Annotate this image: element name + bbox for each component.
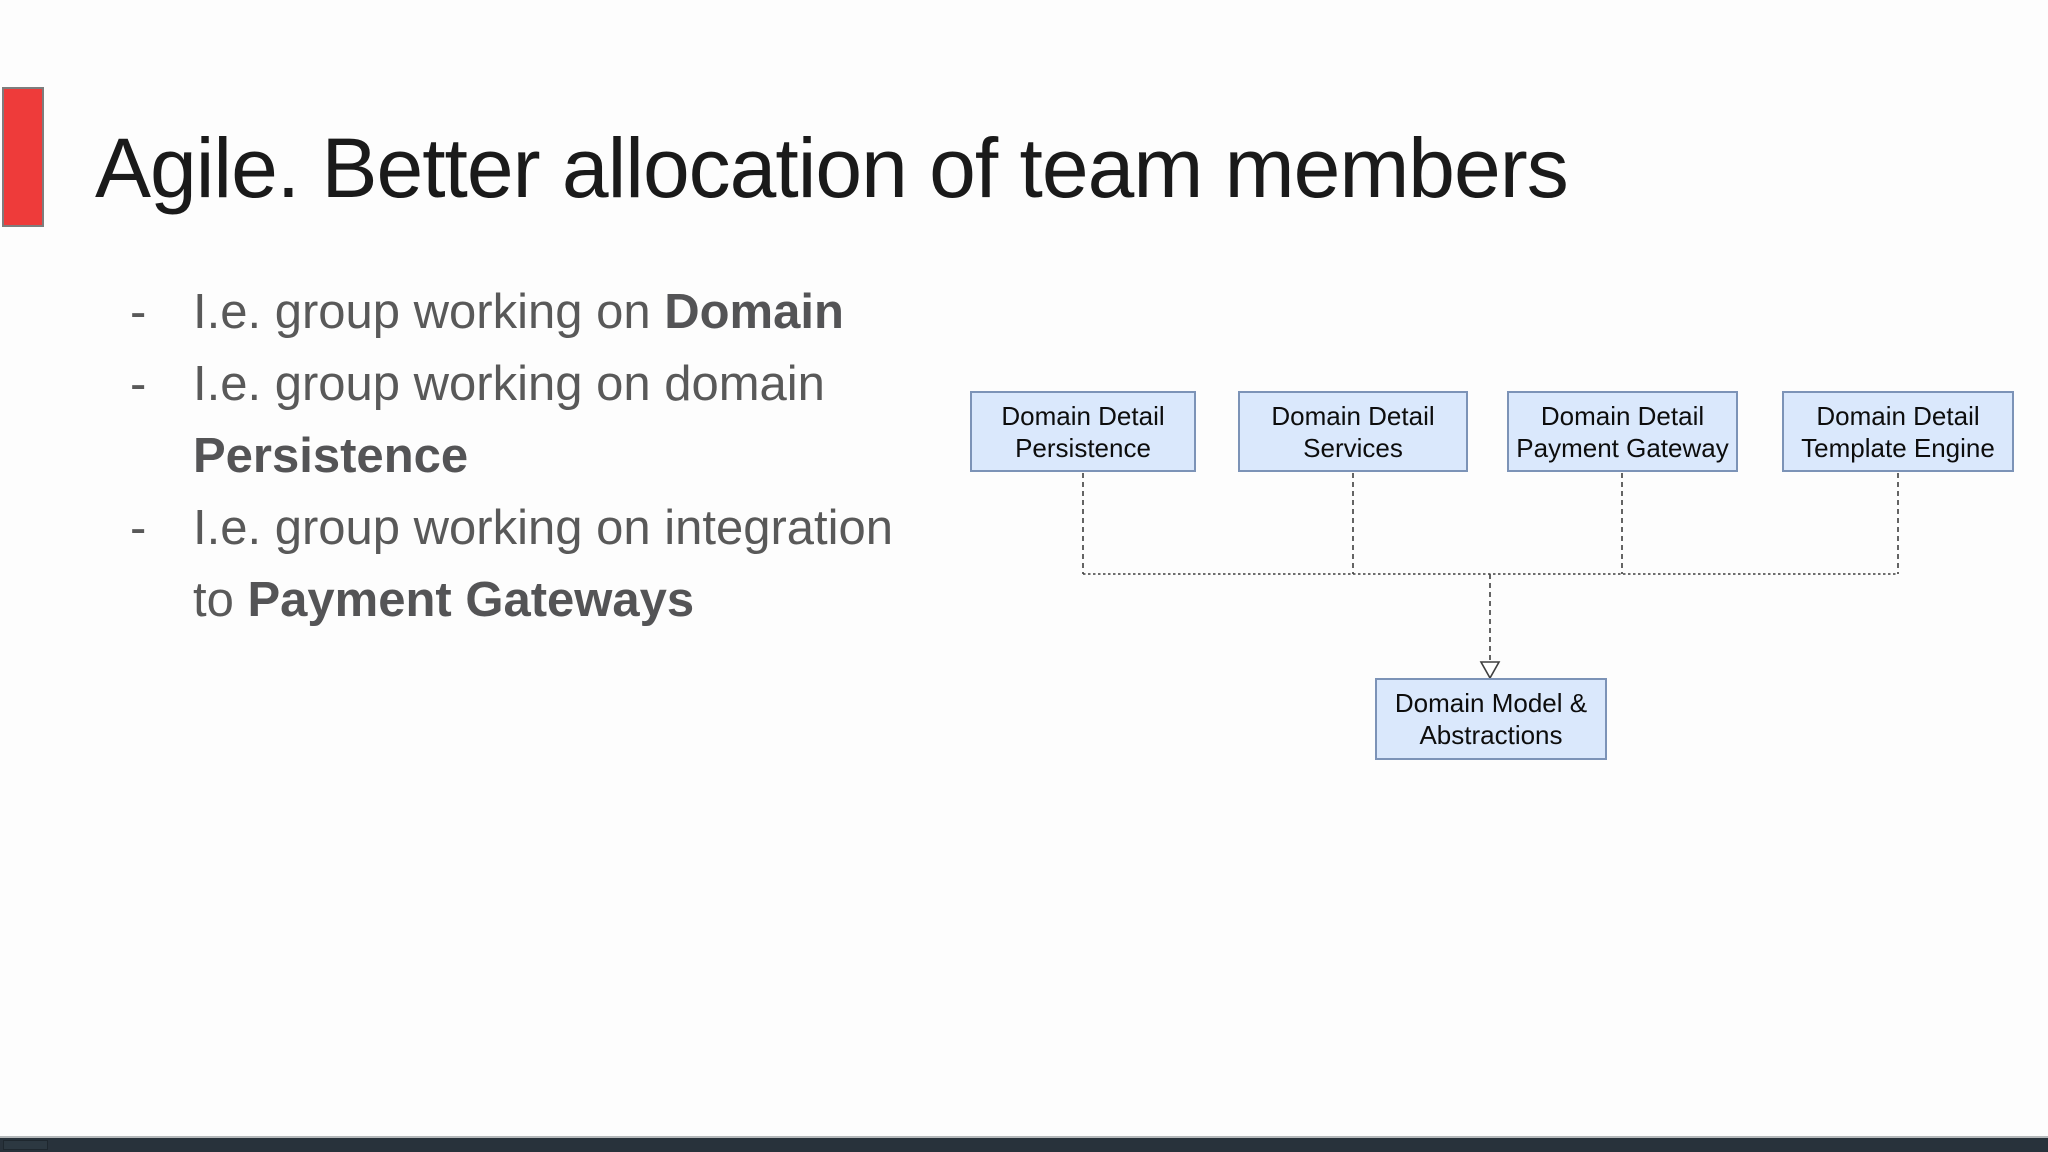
bullet-marker: - (130, 501, 147, 555)
bullet-text-regular: I.e. group working on (193, 285, 665, 339)
node-domain-detail-template-engine: Domain Detail Template Engine (1782, 391, 2014, 472)
node-domain-model-abstractions: Domain Model & Abstractions (1375, 678, 1607, 760)
node-label-line: Domain Detail (1816, 400, 1980, 431)
node-label-line: Abstractions (1419, 720, 1563, 750)
node-domain-detail-payment-gateway: Domain Detail Payment Gateway (1507, 391, 1738, 472)
node-label-line: Payment Gateway (1516, 432, 1729, 463)
bullet-text-bold: Persistence (193, 429, 469, 483)
bullet-text-bold: Payment Gateways (247, 573, 695, 627)
node-label-line: Domain Detail (1271, 400, 1435, 431)
bullet-item: - I.e. group working on domain Persisten… (130, 348, 940, 492)
bullet-marker: - (130, 285, 147, 339)
node-label-line: Domain Detail (1001, 400, 1165, 431)
bullet-item: - I.e. group working on integration to P… (130, 492, 940, 636)
bullet-text: I.e. group working on domain Persistence (193, 348, 938, 492)
page-title: Agile. Better allocation of team members (95, 121, 1569, 215)
node-label-line: Services (1303, 432, 1403, 463)
node-label-line: Template Engine (1801, 432, 1995, 463)
open-arrowhead-icon (1479, 661, 1501, 680)
node-label-line: Persistence (1015, 432, 1151, 463)
bullet-text-bold: Domain (664, 285, 844, 339)
accent-bar (2, 87, 44, 227)
node-label-line: Domain Model & (1394, 688, 1588, 718)
node-domain-detail-persistence: Domain Detail Persistence (970, 391, 1196, 472)
bullet-list: - I.e. group working on Domain - I.e. gr… (130, 276, 940, 636)
node-domain-detail-services: Domain Detail Services (1238, 391, 1468, 472)
bottom-bar[interactable] (0, 1136, 2048, 1152)
bottom-bar-left-chip[interactable] (3, 1140, 48, 1150)
bullet-text-regular: I.e. group working on domain (193, 357, 825, 411)
node-label-line: Domain Detail (1540, 400, 1705, 431)
bullet-text-regular: I.e. group working on integration to (193, 501, 894, 627)
bullet-text: I.e. group working on Domain (193, 276, 938, 348)
bullet-marker: - (130, 357, 147, 411)
bullet-item: - I.e. group working on Domain (130, 276, 940, 348)
bullet-text: I.e. group working on integration to Pay… (193, 492, 938, 636)
